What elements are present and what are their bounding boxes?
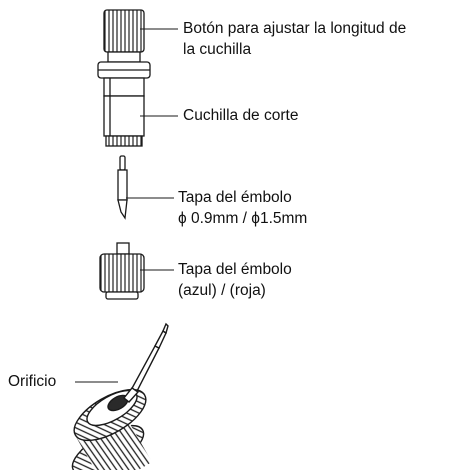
label-blade: Cuchilla de corte xyxy=(183,107,299,124)
label-plunger-cap-line1: Tapa del émbolo xyxy=(178,189,292,206)
cap-with-blade-illustration xyxy=(71,322,169,470)
label-hole: Orificio xyxy=(8,373,57,390)
adjustment-knob-illustration xyxy=(97,9,151,97)
label-cap-line1: Tapa del émbolo xyxy=(178,261,292,278)
label-knob-line2: la cuchilla xyxy=(183,41,252,58)
label-plunger-cap-line2: ϕ 0.9mm / ϕ1.5mm xyxy=(178,210,308,227)
blade-holder-illustration xyxy=(103,95,145,147)
plunger-illustration xyxy=(117,155,128,220)
plunger-cap-illustration xyxy=(99,242,145,300)
label-knob-line1: Botón para ajustar la longitud de xyxy=(183,20,407,37)
label-cap-line2: (azul) / (roja) xyxy=(178,282,266,299)
